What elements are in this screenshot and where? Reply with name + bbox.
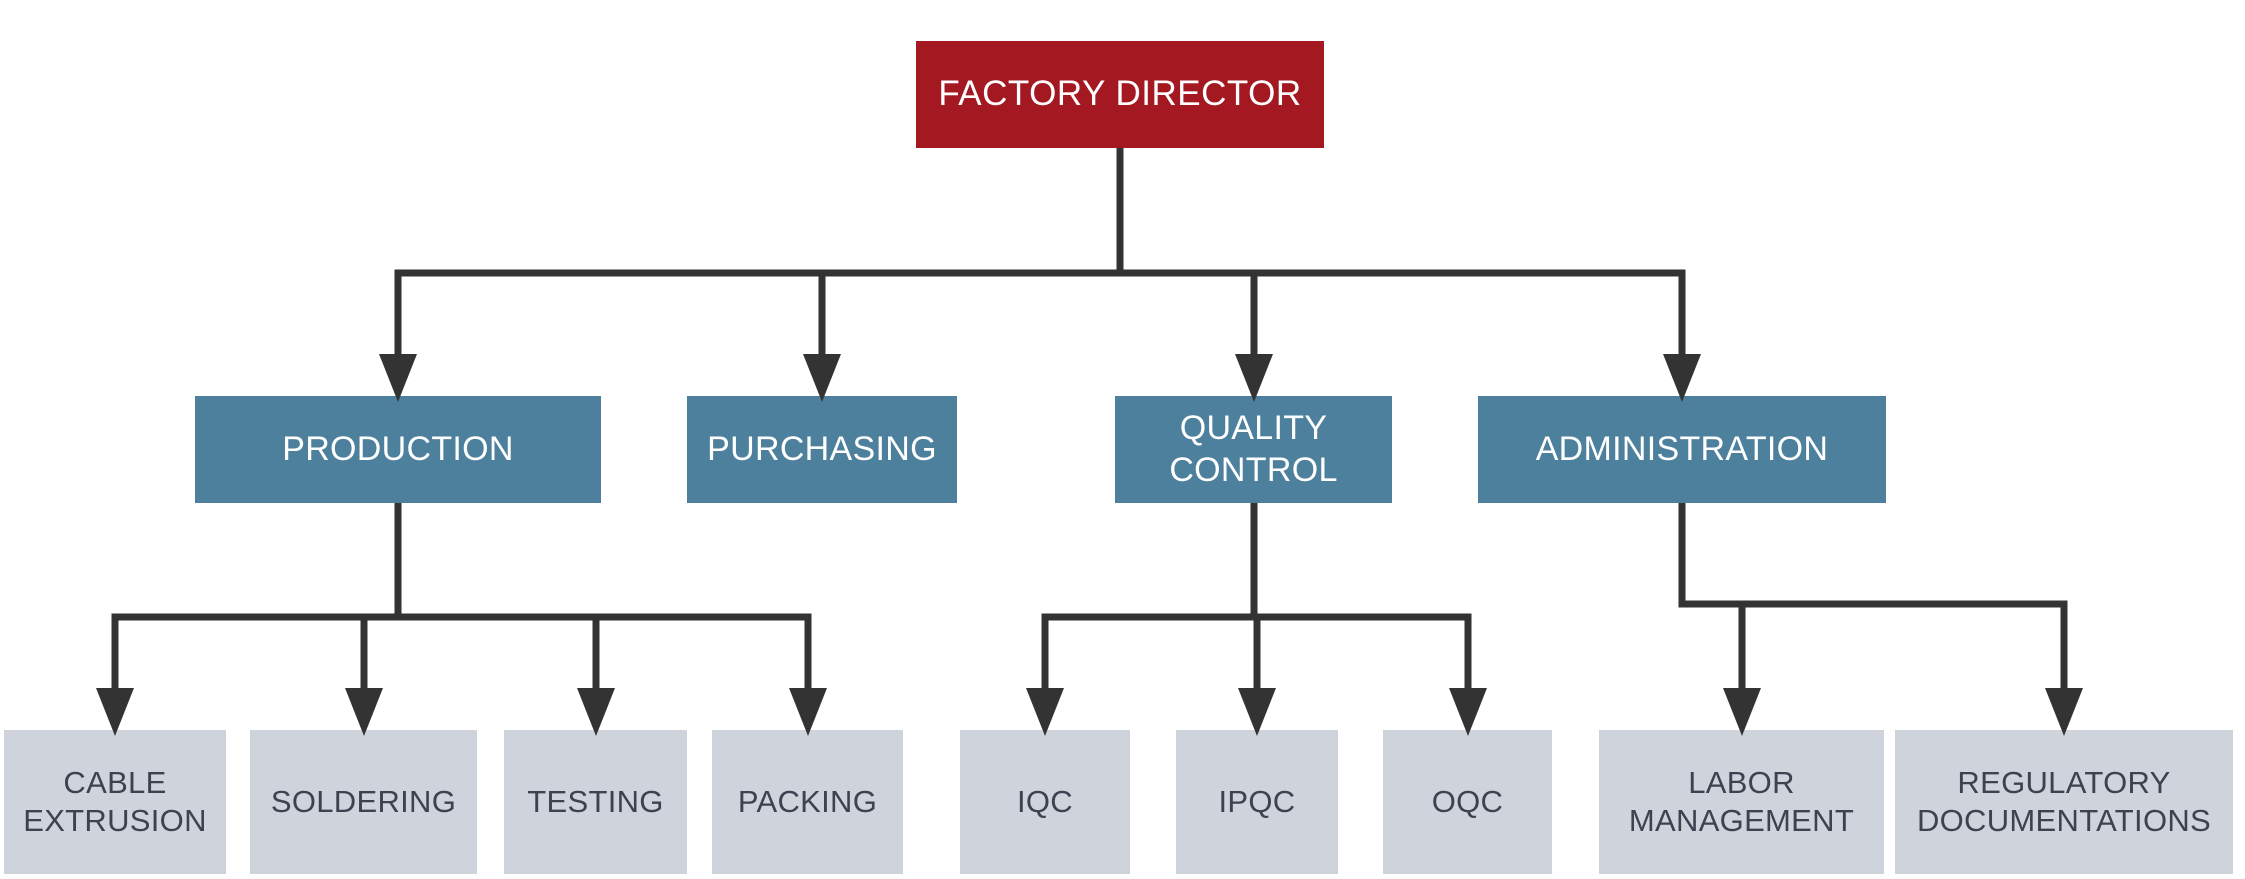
- connector-production-to-children: [111, 503, 812, 694]
- org-node-ipqc: IPQC: [1176, 730, 1338, 874]
- org-node-purchasing: PURCHASING: [687, 396, 957, 503]
- arrowhead-quality-control: [1235, 354, 1273, 402]
- org-node-iqc: IQC: [960, 730, 1130, 874]
- org-node-production: PRODUCTION: [195, 396, 601, 503]
- org-node-labor-management: LABOR MANAGEMENT: [1599, 730, 1884, 874]
- arrowhead-soldering: [345, 688, 383, 736]
- arrowhead-cable-extrusion: [96, 688, 134, 736]
- arrowhead-ipqc: [1238, 688, 1276, 736]
- org-node-quality-control: QUALITY CONTROL: [1115, 396, 1392, 503]
- connector-quality-to-children: [1041, 503, 1472, 694]
- arrowhead-oqc: [1449, 688, 1487, 736]
- org-node-factory-director: FACTORY DIRECTOR: [916, 41, 1324, 148]
- org-node-administration: ADMINISTRATION: [1478, 396, 1886, 503]
- org-node-soldering: SOLDERING: [250, 730, 477, 874]
- connector-root-to-departments: [394, 148, 1686, 362]
- org-node-cable-extrusion: CABLE EXTRUSION: [4, 730, 226, 874]
- arrowhead-regulatory-documentations: [2045, 688, 2083, 736]
- org-node-oqc: OQC: [1383, 730, 1552, 874]
- arrowhead-labor-management: [1723, 688, 1761, 736]
- connector-administration-to-children: [1678, 503, 2068, 694]
- org-node-regulatory-documentations: REGULATORY DOCUMENTATIONS: [1895, 730, 2233, 874]
- arrowhead-testing: [577, 688, 615, 736]
- arrowhead-administration: [1663, 354, 1701, 402]
- arrowhead-production: [379, 354, 417, 402]
- org-node-testing: TESTING: [504, 730, 687, 874]
- org-node-packing: PACKING: [712, 730, 903, 874]
- arrowhead-packing: [789, 688, 827, 736]
- arrowhead-iqc: [1026, 688, 1064, 736]
- arrowhead-purchasing: [803, 354, 841, 402]
